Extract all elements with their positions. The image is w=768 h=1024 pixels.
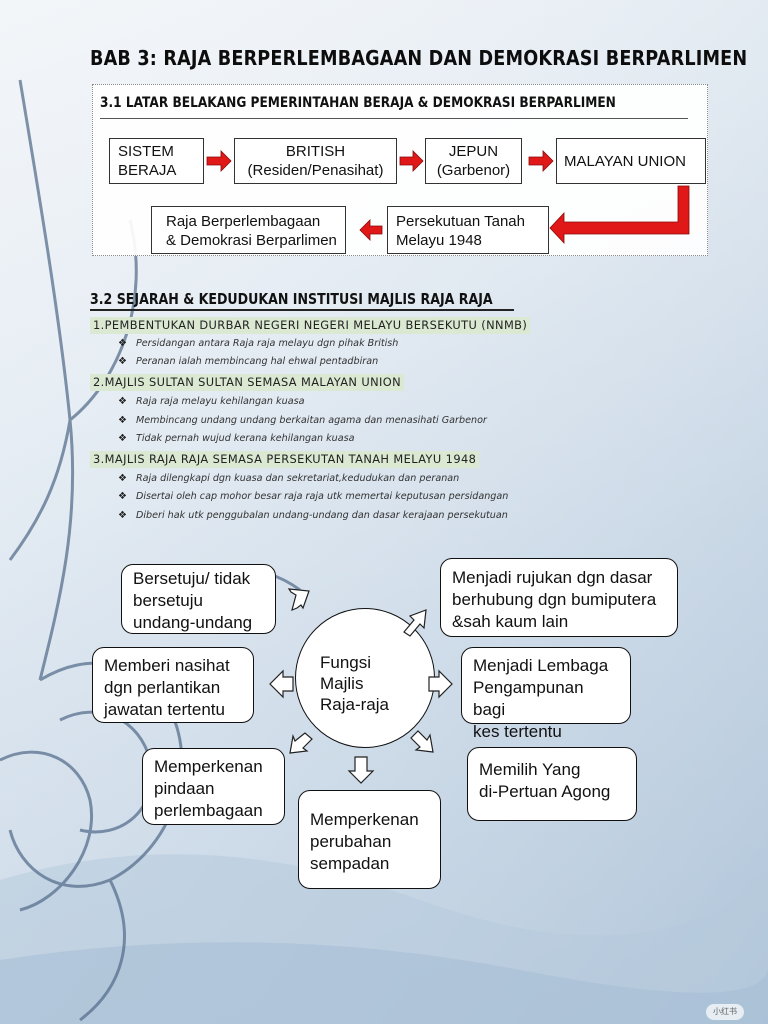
list-item: ❖ Peranan ialah membincang hal ehwal pent… [118, 355, 378, 369]
mindmap-node-agong: Memilih Yang di-Pertuan Agong [467, 747, 637, 821]
mindmap-node-line: Memilih Yang [479, 759, 625, 781]
outline-arrow-icon [411, 731, 433, 752]
mindmap-center-line: Fungsi [320, 652, 389, 673]
page-title: BAB 3: RAJA BERPERLEMBAGAAN DAN DEMOKRAS… [90, 46, 747, 70]
list-item-text: Diberi hak utk penggubalan undang-undang… [136, 510, 508, 521]
list-item: ❖ Membincang undang undang berkaitan agam… [118, 414, 487, 428]
mindmap-node-line: bersetuju [133, 590, 264, 612]
list-item-text: Membincang undang undang berkaitan agama… [136, 415, 487, 426]
flow-box-sistem-beraja: SISTEM BERAJA [109, 138, 204, 184]
mindmap-node-pindaan: Memperkenan pindaan perlembagaan [142, 748, 285, 825]
flow-box-persekutuan: Persekutuan Tanah Melayu 1948 [387, 206, 549, 254]
flow-box-line: Persekutuan Tanah [396, 212, 540, 231]
list-item: ❖ Tidak pernah wujud kerana kehilangan ku… [118, 432, 355, 446]
mindmap-center-label: Fungsi Majlis Raja-raja [320, 652, 389, 715]
group-title-majlis-raja: 3.MAJLIS RAJA RAJA SEMASA PERSEKUTAN TAN… [90, 451, 479, 468]
mindmap-node-line: jawatan tertentu [104, 699, 242, 721]
list-item-text: Peranan ialah membincang hal ehwal penta… [136, 356, 378, 367]
diamond-bullet-icon: ❖ [118, 473, 127, 484]
mindmap-node-pengampunan: Menjadi Lembaga Pengampunan bagi kes ter… [461, 647, 631, 724]
diamond-bullet-icon: ❖ [118, 356, 127, 367]
list-item-text: Raja raja melayu kehilangan kuasa [136, 396, 304, 407]
flow-box-line: SISTEM [118, 142, 195, 161]
mindmap-node-nasihat: Memberi nasihat dgn perlantikan jawatan … [92, 647, 254, 723]
diamond-bullet-icon: ❖ [118, 415, 127, 426]
flow-box-british: BRITISH (Residen/Penasihat) [234, 138, 397, 184]
mindmap-node-line: dgn perlantikan [104, 677, 242, 699]
list-item: ❖ Raja raja melayu kehilangan kuasa [118, 395, 304, 409]
flow-box-line: JEPUN [434, 142, 513, 161]
list-item: ❖ Persidangan antara Raja raja melayu dgn… [118, 337, 398, 351]
mindmap-node-line: berhubung dgn bumiputera [452, 589, 666, 611]
flow-box-line: Raja Berperlembagaan [166, 212, 337, 231]
outline-arrow-icon [289, 589, 309, 610]
mindmap-node-line: Memberi nasihat [104, 655, 242, 677]
mindmap-node-line: perlembagaan [154, 800, 273, 822]
mindmap-node-line: Menjadi rujukan dgn dasar [452, 567, 666, 589]
group-title-durbar: 1.PEMBENTUKAN DURBAR NEGERI NEGERI MELAY… [90, 317, 530, 334]
diamond-bullet-icon: ❖ [118, 433, 127, 444]
mindmap-node-line: kes tertentu [473, 721, 619, 743]
mindmap-node-rujukan: Menjadi rujukan dgn dasar berhubung dgn … [440, 558, 678, 637]
flow-box-line: Melayu 1948 [396, 231, 540, 250]
flow-box-line: BERAJA [118, 161, 195, 180]
mindmap-node-line: Menjadi Lembaga [473, 655, 619, 677]
section-3-1-rule [100, 118, 688, 119]
mindmap-node-line: Memperkenan [310, 809, 429, 831]
mindmap-node-line: pindaan [154, 778, 273, 800]
mindmap-node-line: di-Pertuan Agong [479, 781, 625, 803]
flow-box-malayan-union: MALAYAN UNION [556, 138, 706, 184]
mindmap-center-line: Raja-raja [320, 694, 389, 715]
outline-arrow-icon [290, 733, 312, 753]
flow-box-line: (Residen/Penasihat) [243, 161, 388, 180]
outline-arrow-icon [349, 757, 373, 783]
mindmap-node-line: perubahan [310, 831, 429, 853]
list-item: ❖ Disertai oleh cap mohor besar raja raja… [118, 490, 508, 504]
watermark: 小红书 [706, 1004, 744, 1020]
list-item-text: Persidangan antara Raja raja melayu dgn … [136, 338, 398, 349]
diamond-bullet-icon: ❖ [118, 338, 127, 349]
list-item: ❖ Diberi hak utk penggubalan undang-undan… [118, 509, 508, 523]
section-3-2-heading: 3.2 SEJARAH & KEDUDUKAN INSTITUSI MAJLIS… [90, 290, 493, 308]
mindmap-center-line: Majlis [320, 673, 389, 694]
mindmap-node-line: sempadan [310, 853, 429, 875]
mindmap-node-line: Pengampunan bagi [473, 677, 619, 721]
flow-box-jepun: JEPUN (Garbenor) [425, 138, 522, 184]
mindmap-node-bersetuju: Bersetuju/ tidak bersetuju undang-undang [121, 564, 276, 634]
section-3-1-heading: 3.1 LATAR BELAKANG PEMERINTAHAN BERAJA &… [100, 95, 616, 111]
flow-box-raja-berperlembagaan: Raja Berperlembagaan & Demokrasi Berparl… [151, 206, 346, 254]
outline-arrow-icon [270, 671, 293, 697]
list-item-text: Disertai oleh cap mohor besar raja raja … [136, 491, 508, 502]
flow-box-line: (Garbenor) [434, 161, 513, 180]
flow-box-line: BRITISH [243, 142, 388, 161]
mindmap-node-sempadan: Memperkenan perubahan sempadan [298, 790, 441, 889]
list-item-text: Raja dilengkapi dgn kuasa dan sekretaria… [136, 473, 459, 484]
diamond-bullet-icon: ❖ [118, 491, 127, 502]
mindmap-node-line: Bersetuju/ tidak [133, 568, 264, 590]
diamond-bullet-icon: ❖ [118, 396, 127, 407]
diamond-bullet-icon: ❖ [118, 510, 127, 521]
section-3-2-rule [90, 309, 514, 311]
mindmap-node-line: &sah kaum lain [452, 611, 666, 633]
list-item: ❖ Raja dilengkapi dgn kuasa dan sekretari… [118, 472, 459, 486]
mindmap-node-line: undang-undang [133, 612, 264, 634]
group-title-majlis-sultan: 2.MAJLIS SULTAN SULTAN SEMASA MALAYAN UN… [90, 374, 404, 391]
flow-box-line: & Demokrasi Berparlimen [166, 231, 337, 250]
mindmap-node-line: Memperkenan [154, 756, 273, 778]
list-item-text: Tidak pernah wujud kerana kehilangan kua… [136, 433, 355, 444]
flow-box-line: MALAYAN UNION [564, 152, 697, 171]
